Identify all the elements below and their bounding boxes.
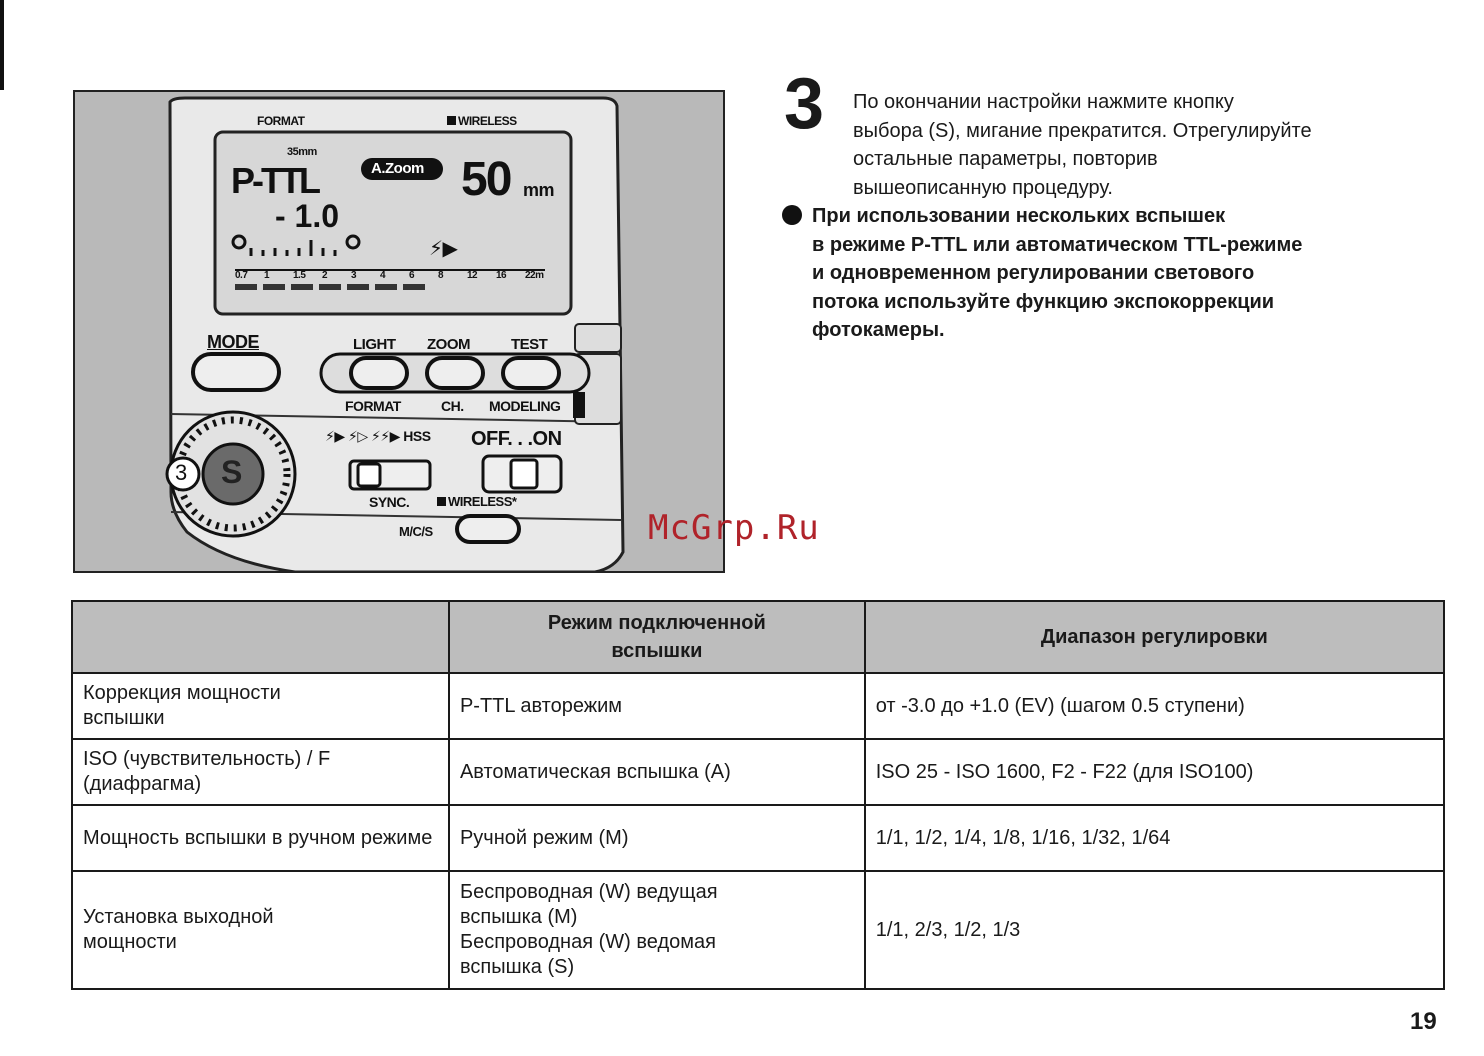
note-line: потока используйте функцию экспокоррекци… xyxy=(812,290,1275,313)
watermark: McGrp.Ru xyxy=(648,508,820,548)
wireless-square-icon xyxy=(437,497,446,506)
table-cell-range: от -3.0 до +1.0 (EV) (шагом 0.5 ступени) xyxy=(863,672,1446,740)
format-top-label: FORMAT xyxy=(257,114,305,128)
step-line: выбора (S), мигание прекратится. Отрегул… xyxy=(853,119,1312,142)
table-row: Установка выходной мощности Беспроводная… xyxy=(71,870,1446,990)
step-number: 3 xyxy=(784,64,825,144)
power-switch[interactable] xyxy=(483,456,561,492)
table-header-mode: Режим подключенной вспышки xyxy=(447,600,866,674)
sync-mode-slider[interactable] xyxy=(350,461,430,489)
page-number: 19 xyxy=(1410,1008,1437,1035)
table-cell-mode: Автоматическая вспышка (A) xyxy=(447,738,866,806)
lcd-scale-tick: 1.5 xyxy=(293,270,306,281)
flash-body-drawing xyxy=(165,96,625,571)
mcs-label: M/C/S xyxy=(399,524,433,539)
lcd-zoom-unit: mm xyxy=(523,180,555,200)
note-line: При использовании нескольких вспышек xyxy=(812,205,1226,227)
table-header-blank xyxy=(71,600,450,674)
wireless-label: WIRELESS* xyxy=(437,494,517,509)
flash-control-panel-illustration: FORMAT WIRELESS 35mm P-TTL A.Zoom 50 mm … xyxy=(73,90,725,573)
lcd-focal-small: 35mm xyxy=(287,146,317,158)
table-cell-param: Мощность вспышки в ручном режиме xyxy=(71,804,450,872)
table-cell-mode: Ручной режим (M) xyxy=(447,804,866,872)
step-line: вышеописанную процедуру. xyxy=(853,176,1113,199)
sync-mode-icons: ⚡▶ ⚡▷ ⚡⚡▶ HSS xyxy=(325,428,431,444)
note-bullet-icon xyxy=(782,205,802,225)
lcd-compensation: - 1.0 xyxy=(275,198,340,234)
note-line: фотокамеры. xyxy=(812,319,945,341)
table-row: Мощность вспышки в ручном режиме Ручной … xyxy=(71,804,1446,872)
table-cell-range: ISO 25 - ISO 1600, F2 - F22 (для ISO100) xyxy=(863,738,1446,806)
lcd-scale-tick: 0.7 xyxy=(235,270,248,281)
select-dial-letter: S xyxy=(221,454,242,490)
wireless-square-icon xyxy=(447,116,456,125)
table-cell-param: Коррекция мощности вспышки xyxy=(71,672,450,740)
modeling-label: MODELING xyxy=(489,398,561,414)
mode-button[interactable] xyxy=(193,354,279,390)
lcd-scale-tick: 12 xyxy=(467,270,478,281)
note-text: При использовании нескольких вспышек в р… xyxy=(812,202,1302,345)
table-cell-range: 1/1, 2/3, 1/2, 1/3 xyxy=(863,870,1446,990)
table-row: ISO (чувствительность) / F (диафрагма) А… xyxy=(71,738,1446,806)
step-line: остальные параметры, повторив xyxy=(853,148,1158,170)
lcd-scale-tick: 3 xyxy=(351,270,357,281)
step-line: По окончании настройки нажмите кнопку xyxy=(853,91,1234,113)
table-header-range: Диапазон регулировки xyxy=(863,600,1446,674)
light-button[interactable] xyxy=(351,358,407,388)
table-cell-param: ISO (чувствительность) / F (диафрагма) xyxy=(71,738,450,806)
wireless-top-label: WIRELESS xyxy=(447,114,517,128)
lcd-mode-text: P-TTL xyxy=(231,160,321,201)
lcd-scale-tick: 4 xyxy=(380,270,386,281)
lcd-zoom-value: 50 xyxy=(461,153,512,206)
test-button-label: TEST xyxy=(511,336,548,353)
lcd-scale-tick: 6 xyxy=(409,270,415,281)
mcs-button[interactable] xyxy=(457,516,519,542)
sync-label: SYNC. xyxy=(369,494,410,510)
note-line: в режиме P-TTL или автоматическом TTL-ре… xyxy=(812,233,1303,256)
table-cell-mode: P-TTL авторежим xyxy=(447,672,866,740)
lcd-scale-tick: 22m xyxy=(525,270,544,281)
step-instructions: По окончании настройки нажмите кнопку вы… xyxy=(853,88,1312,202)
format-label: FORMAT xyxy=(345,398,401,414)
zoom-button-label: ZOOM xyxy=(427,336,471,353)
lcd-flash-ready-icon: ⚡▶ xyxy=(429,238,458,260)
light-button-label: LIGHT xyxy=(353,336,396,353)
page-edge-rule xyxy=(0,0,4,90)
note-line: и одновременном регулировании светового xyxy=(812,262,1255,284)
adjustment-range-table: Режим подключенной вспышки Диапазон регу… xyxy=(71,600,1446,990)
table-header-row: Режим подключенной вспышки Диапазон регу… xyxy=(71,600,1446,674)
test-button[interactable] xyxy=(503,358,559,388)
table-cell-range: 1/1, 1/2, 1/4, 1/8, 1/16, 1/32, 1/64 xyxy=(863,804,1446,872)
callout-number: 3 xyxy=(175,460,187,485)
table-cell-param: Установка выходной мощности xyxy=(71,870,450,990)
table-row: Коррекция мощности вспышки P-TTL автореж… xyxy=(71,672,1446,740)
lcd-azoom-badge: A.Zoom xyxy=(371,160,424,177)
lcd-scale-tick: 2 xyxy=(322,270,328,281)
table-cell-mode: Беспроводная (W) ведущая вспышка (M) Бес… xyxy=(447,870,866,990)
power-off-on-label: OFF. . .ON xyxy=(471,428,562,450)
zoom-button[interactable] xyxy=(427,358,483,388)
lcd-scale-tick: 8 xyxy=(438,270,444,281)
lcd-scale-tick: 16 xyxy=(496,270,507,281)
lcd-scale-tick: 1 xyxy=(264,270,270,281)
channel-label: CH. xyxy=(441,398,464,414)
mode-button-label: MODE xyxy=(207,332,260,352)
